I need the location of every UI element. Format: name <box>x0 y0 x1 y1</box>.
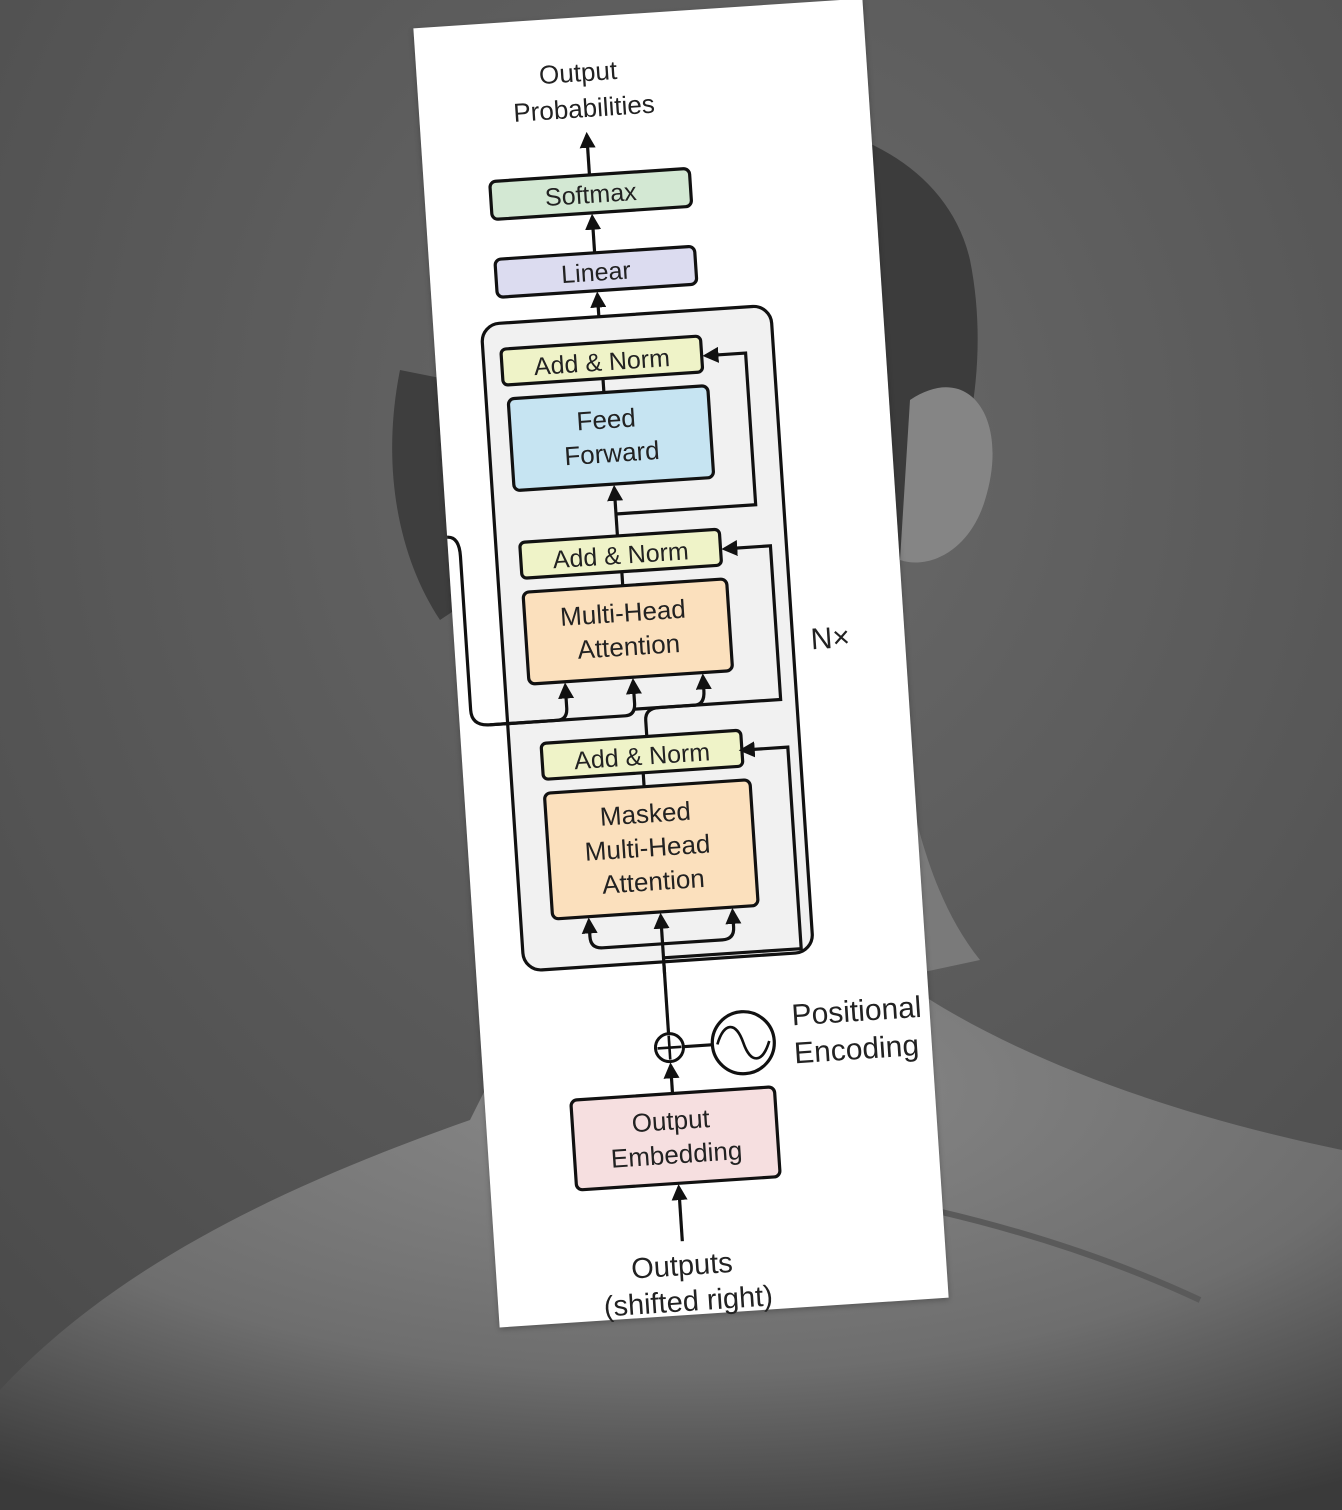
feed-forward-block: Feed Forward <box>506 384 715 492</box>
multi-head-attention-block: Multi-Head Attention <box>521 577 734 686</box>
connector-ff-to-addnorm <box>601 378 606 393</box>
add-norm-top-block: Add & Norm <box>499 334 705 387</box>
masked-multi-head-attention-block: Masked Multi-Head Attention <box>543 778 760 921</box>
masked-input-right <box>662 907 742 946</box>
sum-node <box>653 1032 685 1064</box>
add-norm-mid-block: Add & Norm <box>518 527 723 580</box>
masked-input-left <box>581 917 663 950</box>
outputs-shifted-right-label: Outputs (shifted right) <box>600 1244 773 1323</box>
positional-encoding-label: Positional Encoding <box>791 990 934 1070</box>
connector-masked-to-addnorm <box>641 772 646 787</box>
masked-multi-head-attention-label: Masked Multi-Head Attention <box>582 794 721 901</box>
softmax-block: Softmax <box>488 167 693 221</box>
linear-label: Linear <box>560 257 631 290</box>
arrow-sum-to-layer <box>662 963 671 1034</box>
output-embedding-label: Output Embedding <box>608 1101 743 1174</box>
residual-mha <box>634 540 783 711</box>
repeat-label: N× <box>810 621 851 657</box>
arrow-embedding-to-sum <box>663 1062 680 1094</box>
arrow-softmax-to-probabilities <box>579 131 596 176</box>
softmax-label: Softmax <box>544 178 638 212</box>
add-norm-bottom-block: Add & Norm <box>539 728 745 781</box>
linear-block: Linear <box>493 244 699 299</box>
feed-forward-label: Feed Forward <box>561 401 660 471</box>
output-embedding-block: Output Embedding <box>569 1085 782 1192</box>
arrow-linear-to-softmax <box>585 213 602 253</box>
arrow-addnorm-to-ff <box>607 484 624 537</box>
positional-encoding-icon <box>710 1010 776 1076</box>
transformer-decoder-diagram: Output Probabilities Softmax Linear Add … <box>447 53 934 1323</box>
encoder-input-value <box>489 678 642 727</box>
connector-pe-to-sum <box>683 1043 712 1049</box>
residual-masked <box>663 741 803 960</box>
residual-ff <box>615 346 758 516</box>
query-input <box>644 673 712 745</box>
output-probabilities-label: Output Probabilities <box>510 53 656 128</box>
connector-mha-to-addnorm <box>620 571 625 586</box>
transformer-decoder-card: Output Probabilities Softmax Linear Add … <box>413 0 949 1328</box>
encoder-input-key <box>447 535 575 727</box>
arrow-outputs-to-embedding <box>671 1184 688 1242</box>
